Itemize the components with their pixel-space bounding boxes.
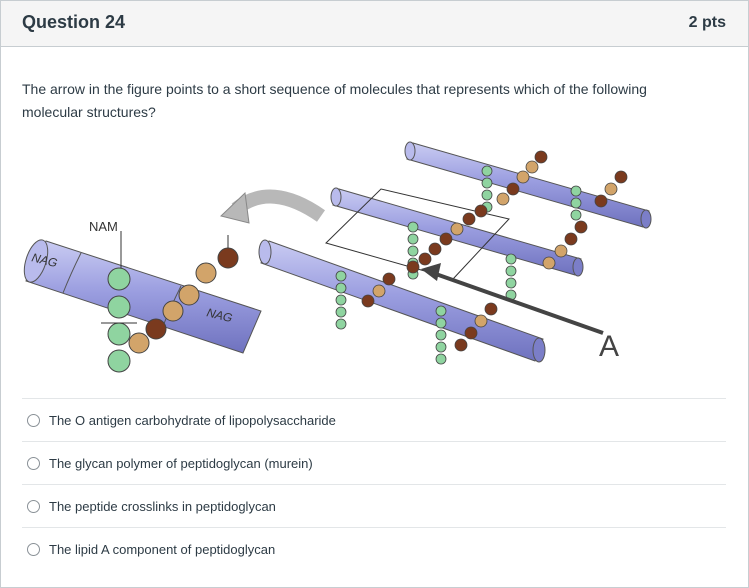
- question-points: 2 pts: [688, 14, 726, 31]
- answer-option[interactable]: The peptide crosslinks in peptidoglycan: [22, 484, 726, 527]
- answer-option[interactable]: The glycan polymer of peptidoglycan (mur…: [22, 441, 726, 484]
- label-nag-right: NAG: [205, 305, 234, 325]
- peptidoglycan-figure: NAM NAG NAG: [21, 131, 661, 386]
- question-text: The arrow in the figure points to a shor…: [22, 81, 647, 120]
- peptidoglycan-lattice: A: [258, 141, 652, 365]
- radio-button[interactable]: [27, 499, 40, 513]
- answer-option[interactable]: The lipid A component of peptidoglycan: [22, 527, 726, 570]
- label-nag-left: NAG: [30, 250, 59, 270]
- label-nam: NAM: [89, 219, 118, 234]
- radio-button[interactable]: [27, 542, 40, 556]
- answer-label[interactable]: The lipid A component of peptidoglycan: [49, 541, 276, 557]
- radio-button[interactable]: [27, 413, 40, 427]
- label-a: A: [599, 330, 619, 363]
- answer-label[interactable]: The O antigen carbohydrate of lipopolysa…: [49, 412, 336, 428]
- answer-label[interactable]: The glycan polymer of peptidoglycan (mur…: [49, 455, 313, 471]
- pointer-arrow-icon: [432, 271, 604, 335]
- question-title: Question 24: [22, 12, 126, 32]
- zoom-detail: NAM NAG NAG: [23, 219, 262, 373]
- answer-option[interactable]: The O antigen carbohydrate of lipopolysa…: [22, 398, 726, 441]
- curved-arrow-icon: [231, 189, 326, 222]
- answer-list: The O antigen carbohydrate of lipopolysa…: [22, 398, 726, 570]
- answer-label[interactable]: The peptide crosslinks in peptidoglycan: [49, 498, 276, 514]
- radio-button[interactable]: [27, 456, 40, 470]
- question-header: Question 24 2 pts: [1, 1, 748, 47]
- curved-arrowhead-icon: [220, 191, 250, 224]
